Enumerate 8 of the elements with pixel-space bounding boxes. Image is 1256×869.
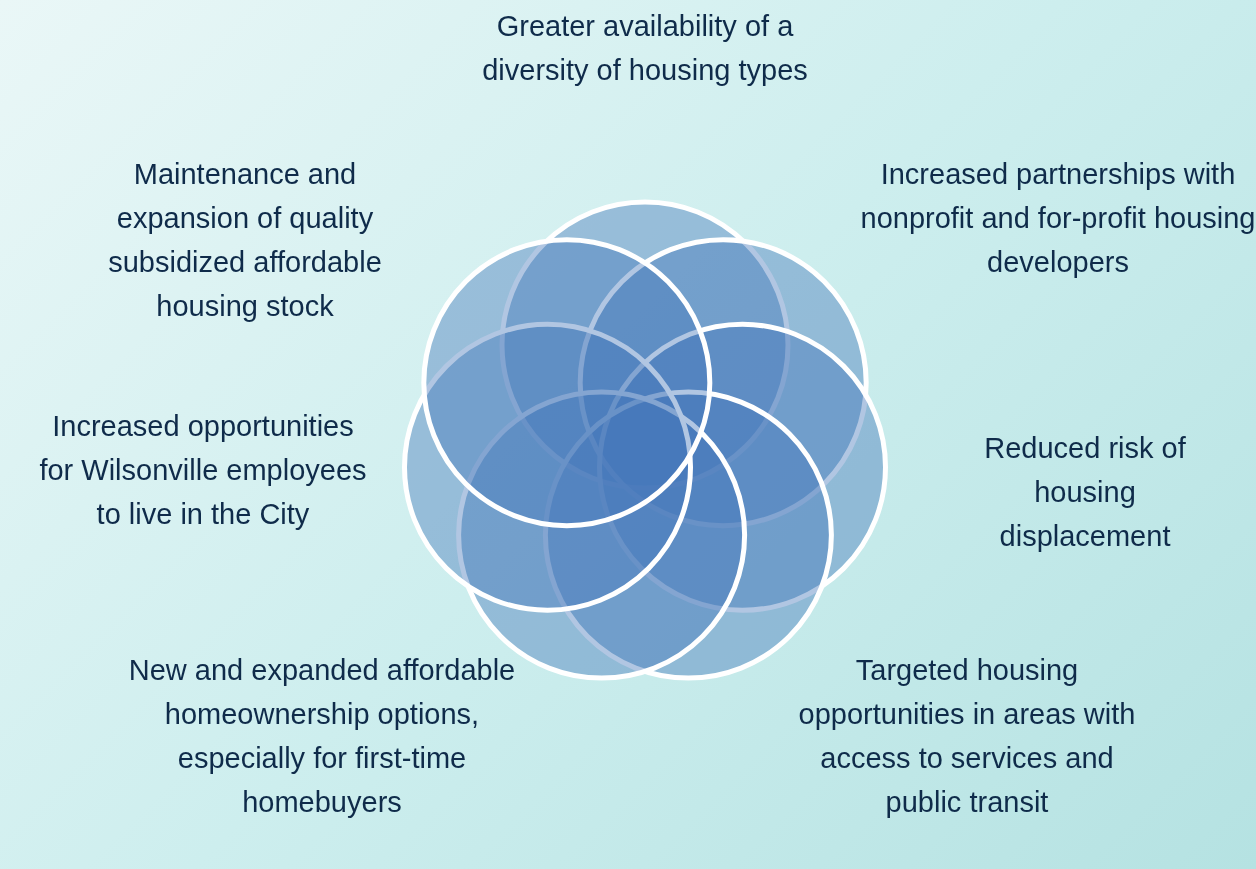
outcome-text: Greater availability of a diversity of housing types xyxy=(481,9,809,88)
outcome-text: Maintenance and expansion of quality subsidized affordable housing stock xyxy=(107,157,383,324)
outcome-text: Reduced risk of housing displacement xyxy=(983,431,1187,554)
outcome-text: Increased opportunities for Wilsonville employees to live in the City xyxy=(38,409,368,532)
outcome-text: Increased partnerships with nonprofit and for-profit housing developers xyxy=(859,157,1256,280)
outcome-text: Targeted housing opportunities in areas with access to services and public transit xyxy=(797,653,1137,820)
overlapping-circle xyxy=(421,237,713,529)
outcome-text: New and expanded affordable homeownership options, especially for first-time homebuyers xyxy=(127,653,517,820)
